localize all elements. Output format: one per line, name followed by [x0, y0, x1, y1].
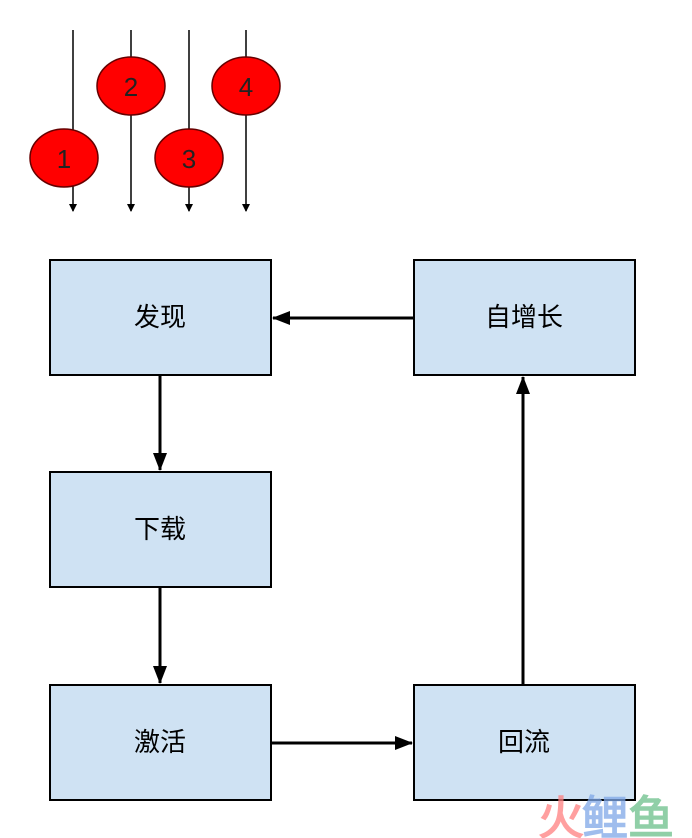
node-return: 回流 — [413, 684, 636, 801]
node-label: 自增长 — [485, 303, 563, 333]
node-activate: 激活 — [49, 684, 272, 801]
channel-marker-label: 1 — [57, 144, 71, 174]
channel-marker-2: 2 — [96, 56, 166, 116]
channel-marker-1: 1 — [29, 128, 99, 188]
watermark-char: 火 — [538, 791, 584, 838]
watermark-char: 鱼 — [628, 791, 674, 838]
node-self-growth: 自增长 — [413, 259, 636, 376]
watermark-char: 鲤 — [582, 791, 628, 838]
channel-marker-label: 4 — [239, 72, 253, 102]
watermark: 火 鲤 鱼 — [538, 791, 674, 838]
channel-marker-4: 4 — [211, 56, 281, 116]
node-label: 发现 — [134, 303, 186, 333]
node-discover: 发现 — [49, 259, 272, 376]
node-label: 回流 — [498, 728, 550, 758]
channel-marker-3: 3 — [154, 128, 224, 188]
node-label: 激活 — [134, 728, 186, 758]
node-download: 下载 — [49, 471, 272, 588]
channel-marker-label: 2 — [124, 72, 138, 102]
node-label: 下载 — [134, 515, 186, 545]
channel-marker-label: 3 — [182, 144, 196, 174]
